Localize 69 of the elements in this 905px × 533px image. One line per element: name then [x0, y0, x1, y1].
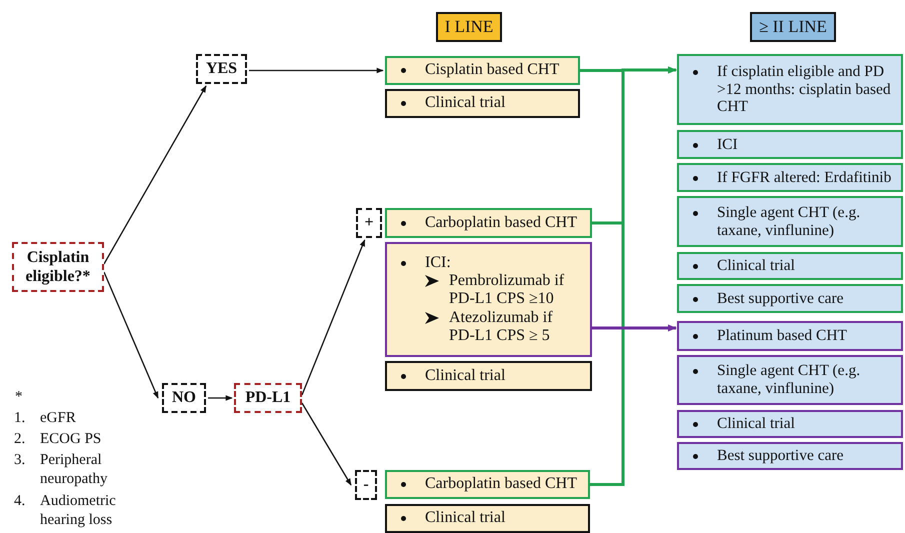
treatment-text: Carboplatin based CHT — [425, 475, 577, 494]
arrow — [103, 85, 207, 264]
treatment-box — [385, 470, 590, 499]
treatment-box — [677, 252, 903, 280]
treatment-text: Best supportive care — [717, 447, 844, 465]
treatment-text: If cisplatin eligible and PD >12 months: cisplatin based CHT — [717, 62, 892, 116]
footnote-text: Peripheral neuropathy — [40, 451, 108, 488]
treatment-text: Single agent CHT (e.g. taxane, vinflunine) — [717, 204, 862, 240]
treatment-box — [677, 54, 903, 125]
decision-label: NO — [172, 388, 196, 408]
arrow — [103, 272, 159, 399]
decision-label: + — [364, 213, 374, 233]
header-label: ≥ II LINE — [759, 17, 827, 37]
footnote-text: eGFR — [40, 409, 77, 428]
treatment-box — [677, 163, 903, 192]
arrow — [249, 68, 384, 74]
treatment-text: Atezolizumab if PD-L1 CPS ≥ 5 — [449, 308, 554, 346]
treatment-box — [677, 284, 903, 313]
arrow — [301, 402, 352, 486]
arrow — [590, 66, 677, 486]
treatment-text: Clinical trial — [425, 366, 506, 386]
treatment-text: If FGFR altered: Erdafitinib — [717, 168, 892, 186]
treatment-text: Best supportive care — [717, 290, 844, 308]
treatment-text: Clinical trial — [425, 509, 506, 528]
arrow — [208, 395, 233, 401]
treatment-box — [677, 196, 903, 247]
list-number: 4. — [14, 492, 26, 511]
decision-label: PD-L1 — [245, 388, 291, 408]
list-number: 2. — [14, 430, 26, 449]
decision-label: - — [363, 475, 369, 495]
footnote-mark: * — [15, 388, 24, 407]
treatment-box — [385, 56, 580, 85]
treatment-box — [677, 321, 903, 351]
treatment-text: Clinical trial — [717, 415, 795, 433]
decision-box — [12, 242, 104, 292]
treatment-box — [677, 442, 903, 470]
column-header — [750, 12, 836, 42]
treatment-text: ICI: — [425, 254, 451, 272]
decision-label: Cisplatin eligible?* — [24, 248, 92, 286]
arrow — [592, 324, 677, 332]
treatment-box — [385, 89, 580, 118]
treatment-text: Carboplatin based CHT — [425, 214, 577, 232]
treatment-box — [677, 410, 903, 438]
treatment-text: Clinical trial — [425, 94, 506, 113]
decision-box — [196, 54, 247, 84]
decision-box — [234, 383, 302, 413]
header-label: I LINE — [444, 17, 494, 37]
treatment-box — [385, 242, 592, 357]
treatment-text: ICI — [717, 136, 738, 154]
list-number: 1. — [14, 409, 26, 428]
treatment-text: Cisplatin based CHT — [425, 61, 560, 80]
treatment-box — [385, 208, 592, 238]
decision-label: YES — [206, 59, 238, 79]
treatment-text: Platinum based CHT — [717, 327, 848, 345]
decision-box — [162, 383, 206, 413]
footnote-text: ECOG PS — [40, 430, 102, 449]
decision-box — [356, 208, 382, 238]
list-number: 3. — [14, 451, 26, 470]
decision-box — [355, 470, 377, 500]
column-header — [436, 12, 502, 42]
treatment-text: Clinical trial — [717, 257, 795, 275]
footnote-text: Audiometric hearing loss — [40, 492, 117, 530]
treatment-box — [677, 130, 903, 159]
treatment-box — [385, 361, 592, 391]
treatment-text: Single agent CHT (e.g. taxane, vinflunine) — [717, 362, 862, 398]
treatment-box — [677, 355, 903, 405]
arrow — [301, 239, 366, 396]
treatment-text: Pembrolizumab if PD-L1 CPS ≥10 — [449, 272, 566, 309]
treatment-box — [385, 504, 590, 533]
